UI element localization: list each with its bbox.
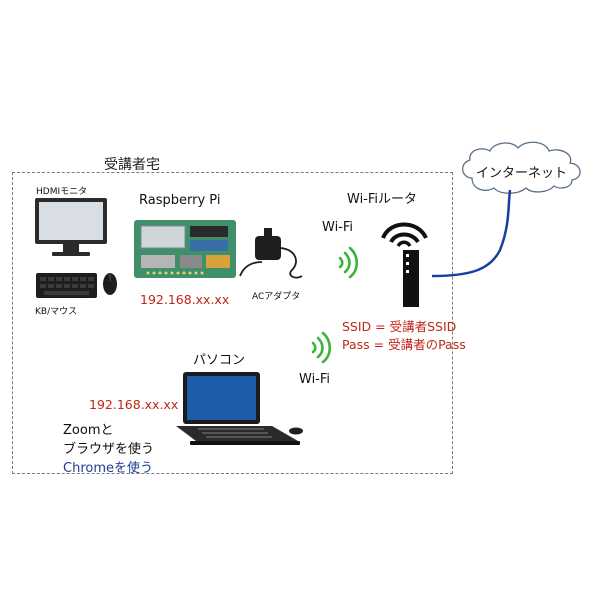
wifi-signal-bottom-icon <box>313 333 330 362</box>
keyboard-mouse-label: KB/マウス <box>35 304 77 317</box>
wifi-router-icon <box>383 225 426 308</box>
pc-ip: 192.168.xx.xx <box>89 397 178 412</box>
pass-text: Pass = 受講者のPass <box>342 334 466 353</box>
pc-label: パソコン <box>193 349 245 368</box>
monitor-label: HDMIモニタ <box>36 184 87 197</box>
keyboard-mouse-icon <box>36 273 117 298</box>
pc-note-browser: ブラウザを使う <box>63 438 154 457</box>
laptop-icon <box>176 372 303 445</box>
wifi-label-top: Wi-Fi <box>322 220 353 235</box>
hdmi-monitor-icon <box>35 198 107 256</box>
ac-adapter-label: ACアダプタ <box>252 289 300 302</box>
raspberry-pi-icon <box>134 220 236 278</box>
pc-note-zoom: Zoomと <box>63 419 113 438</box>
router-label: Wi-Fiルータ <box>347 188 417 207</box>
ssid-text: SSID = 受講者SSID <box>342 316 456 335</box>
raspberry-pi-ip: 192.168.xx.xx <box>140 292 229 307</box>
wifi-signal-top-icon <box>340 248 357 277</box>
wifi-label-bottom: Wi-Fi <box>299 372 330 387</box>
internet-label: インターネット <box>476 162 567 181</box>
raspberry-pi-label: Raspberry Pi <box>139 193 220 208</box>
ac-adapter-icon <box>240 228 302 278</box>
router-internet-cable <box>432 190 510 276</box>
pc-note-chrome: Chromeを使う <box>63 457 153 476</box>
